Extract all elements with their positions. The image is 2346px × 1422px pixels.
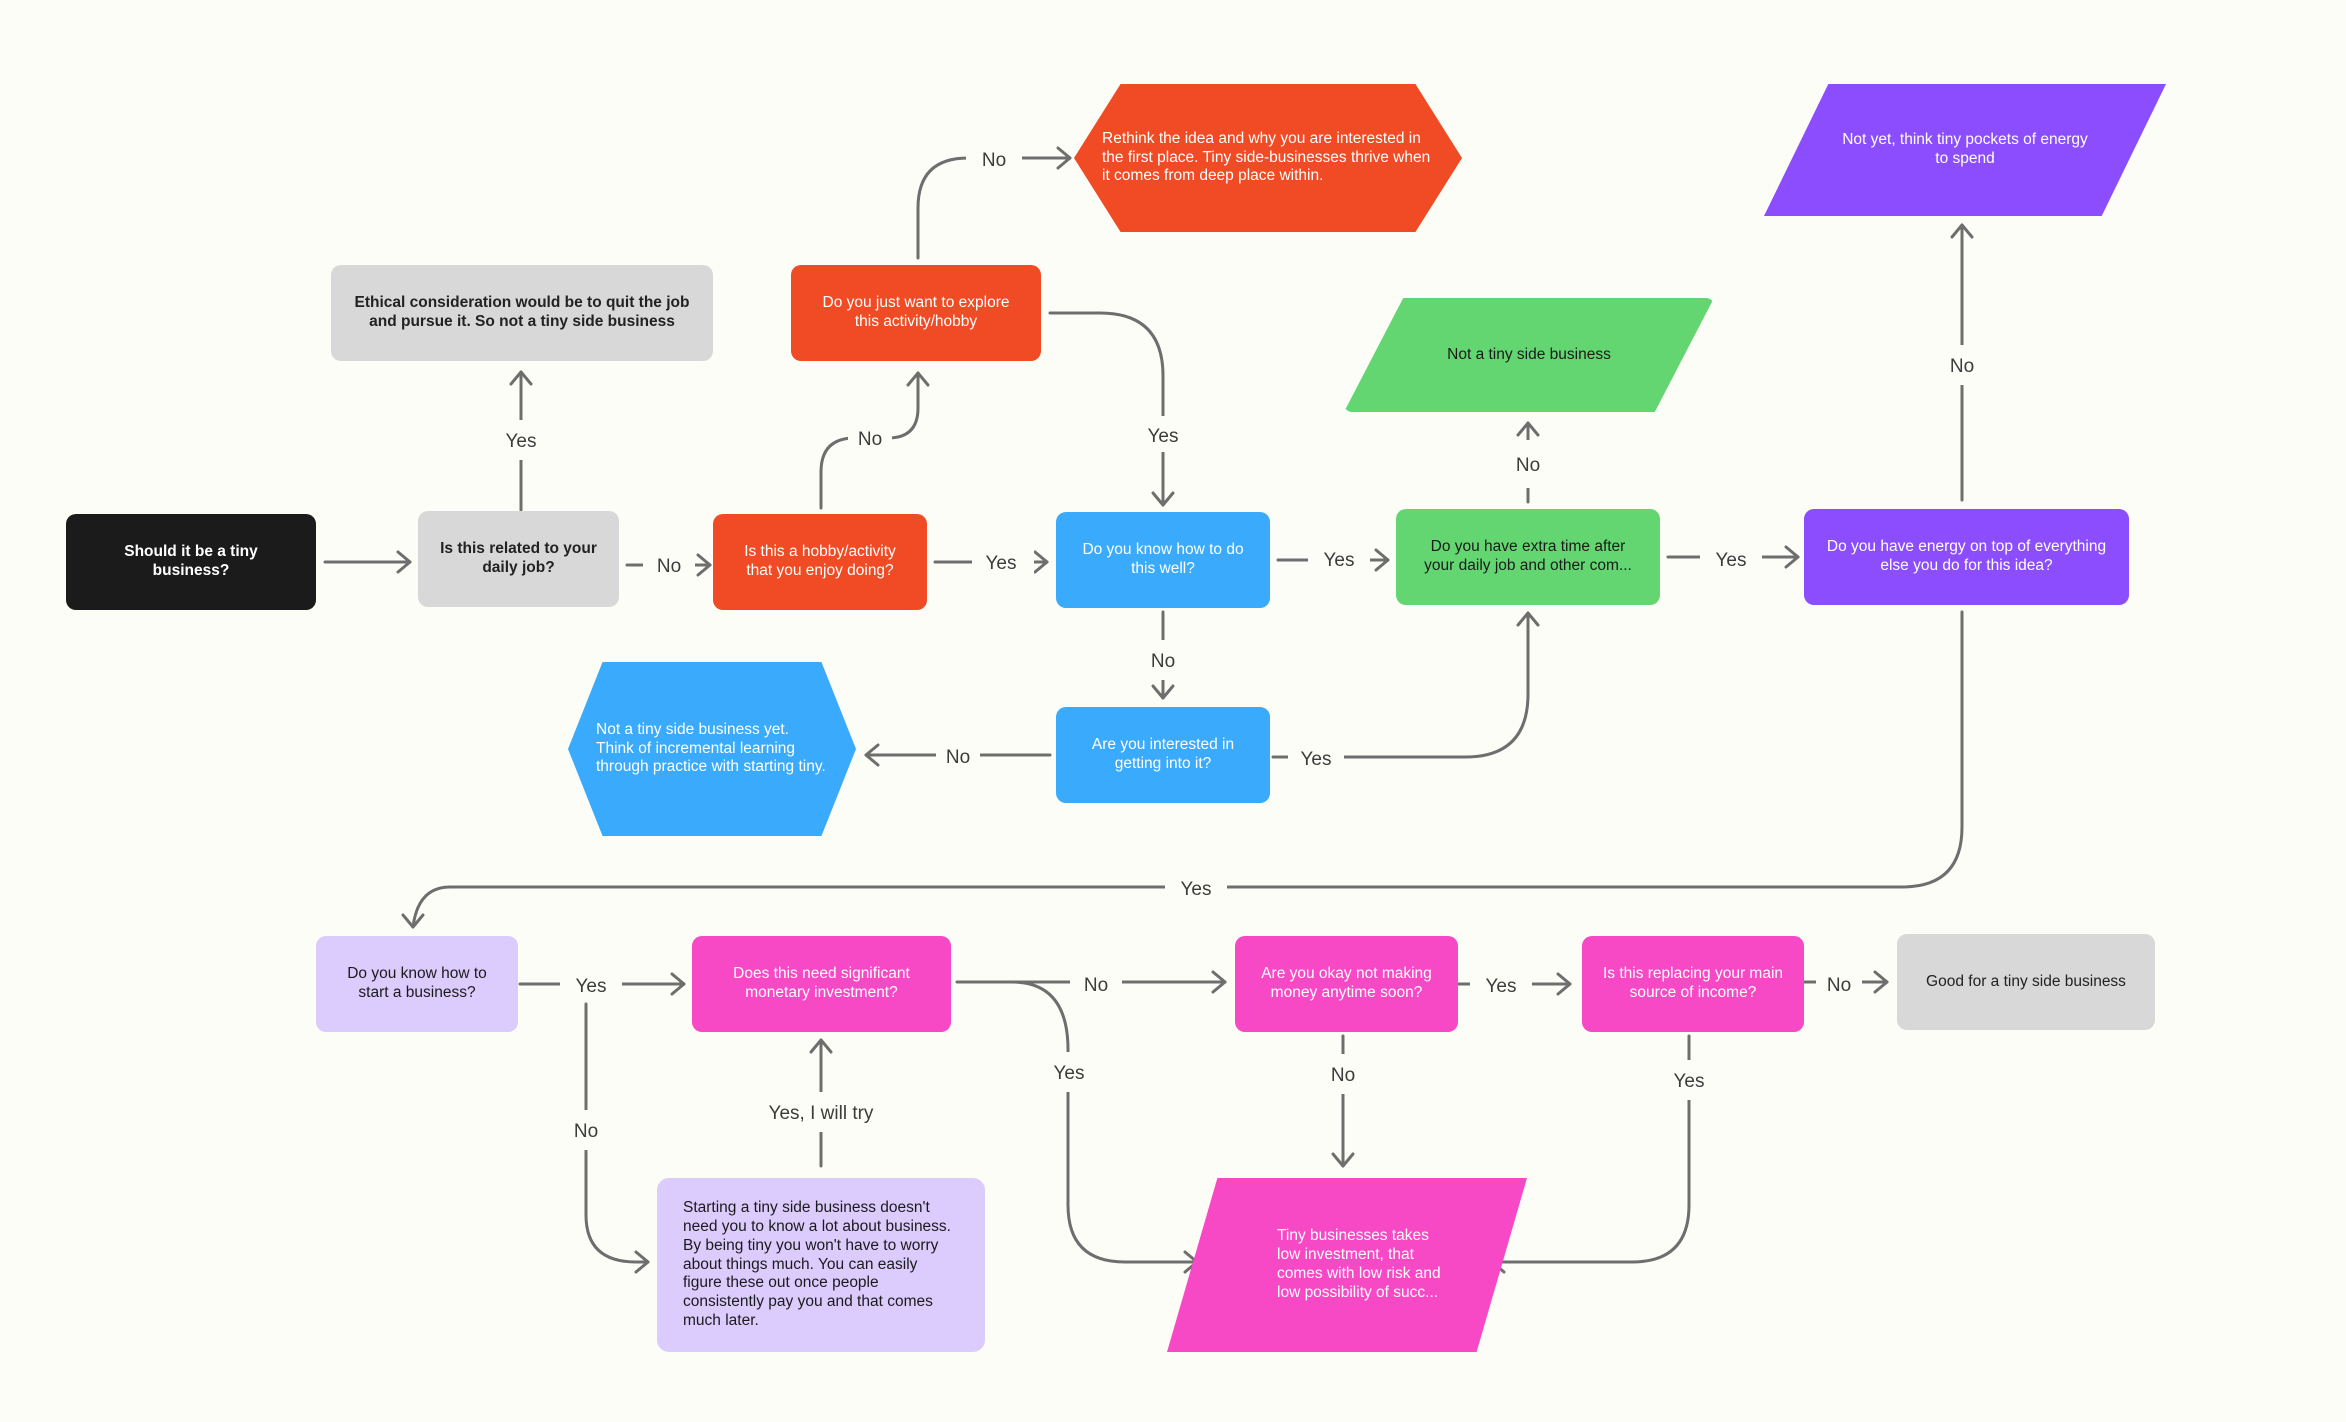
edge-label-yes-try: Yes, I will try (769, 1103, 874, 1124)
edge-label-no: No (574, 1121, 598, 1142)
node-related-job-text: Is this related to your daily job? (440, 540, 597, 576)
node-good-text: Good for a tiny side business (1926, 972, 2126, 990)
edge-label-no: No (1950, 356, 1974, 377)
edge-explore-to-knowhow (1048, 311, 1165, 507)
edge-explore-to-rethink (916, 156, 1072, 260)
node-interested[interactable]: Are you interested in getting into it? (1056, 707, 1270, 803)
edge-label-no: No (982, 150, 1006, 171)
edge-label-no: No (1331, 1065, 1355, 1086)
node-rethink[interactable]: Rethink the idea and why you are interes… (1074, 84, 1462, 232)
edge-label-no: No (657, 556, 681, 577)
arrowhead (696, 553, 712, 577)
arrowhead (670, 972, 686, 996)
arrowhead (1151, 491, 1175, 507)
arrowhead (1873, 970, 1889, 994)
node-know-how[interactable]: Do you know how to do this well? (1056, 512, 1270, 608)
edge-label-yes: Yes (986, 553, 1017, 574)
node-not-tiny-text: Not a tiny side business (1447, 345, 1611, 363)
node-good[interactable]: Good for a tiny side business (1897, 934, 2155, 1030)
arrowhead (1331, 1152, 1355, 1168)
arrowhead (396, 550, 412, 574)
arrowhead (634, 1250, 650, 1274)
node-explore[interactable]: Do you just want to explore this activit… (791, 265, 1041, 361)
edge-label-no: No (858, 429, 882, 450)
node-investment[interactable]: Does this need significant monetary inve… (692, 936, 951, 1032)
node-low-invest[interactable]: Tiny businesses takes low investment, th… (1167, 1178, 1527, 1352)
node-not-yet-learn[interactable]: Not a tiny side business yet. Think of i… (568, 662, 856, 836)
edge-label-no: No (1516, 455, 1540, 476)
node-start-business[interactable]: Do you know how to start a business? (316, 936, 518, 1032)
node-energy-text: Do you have energy on top of everything … (1826, 538, 2107, 574)
arrowhead (1211, 970, 1227, 994)
node-start-text: Should it be a tiny business? (124, 543, 258, 579)
node-extra-time-text: Do you have extra time after your daily … (1424, 538, 1632, 574)
arrowhead (1056, 146, 1072, 170)
edge-startbusiness-to-startingtiny (584, 1002, 650, 1264)
edge-label-yes: Yes (1181, 879, 1212, 900)
edge-label-yes: Yes (576, 976, 607, 997)
arrowhead (401, 913, 425, 929)
node-related-job[interactable]: Is this related to your daily job? (418, 511, 619, 607)
node-not-yet-energy[interactable]: Not yet, think tiny pockets of energy to… (1764, 84, 2166, 216)
arrowhead (1950, 223, 1974, 239)
node-start-business-text: Do you know how to start a business? (347, 965, 487, 1001)
edge-interested-to-extratime (1271, 611, 1530, 759)
edge-label-yes: Yes (1486, 976, 1517, 997)
node-replacing-text: Is this replacing your main source of in… (1602, 965, 1784, 1001)
edge-label-no: No (946, 747, 970, 768)
node-not-yet-learn-text: Not a tiny side business yet. Think of i… (596, 720, 826, 776)
edge-energy-to-startbusiness (411, 610, 1964, 929)
node-ethical-text: Ethical consideration would be to quit t… (354, 294, 690, 330)
node-replacing[interactable]: Is this replacing your main source of in… (1582, 936, 1804, 1032)
arrowhead (809, 1038, 833, 1054)
node-rethink-text: Rethink the idea and why you are interes… (1102, 129, 1431, 185)
arrowhead (1374, 548, 1390, 572)
node-explore-text: Do you just want to explore this activit… (822, 294, 1010, 330)
node-starting-tiny[interactable]: Starting a tiny side business doesn't ne… (657, 1178, 985, 1352)
node-hobby-text: Is this a hobby/activity that you enjoy … (744, 543, 896, 579)
node-not-yet-energy-text: Not yet, think tiny pockets of energy to… (1842, 131, 2088, 167)
arrowhead (906, 371, 930, 387)
node-no-money-text: Are you okay not making money anytime so… (1261, 965, 1432, 1001)
node-hobby[interactable]: Is this a hobby/activity that you enjoy … (713, 514, 927, 610)
node-not-tiny[interactable]: Not a tiny side business (1344, 298, 1714, 412)
arrowhead (864, 743, 880, 767)
edge-label-yes: Yes (1716, 550, 1747, 571)
edge-label-yes: Yes (1301, 749, 1332, 770)
node-interested-text: Are you interested in getting into it? (1091, 736, 1235, 772)
edge-investment-to-lowinvest (1010, 980, 1199, 1264)
arrowhead (1784, 545, 1800, 569)
node-energy[interactable]: Do you have energy on top of everything … (1804, 509, 2129, 605)
edge-label-yes: Yes (1324, 550, 1355, 571)
edge-label-no: No (1827, 975, 1851, 996)
arrowhead (1556, 972, 1572, 996)
node-low-invest-text: Tiny businesses takes low investment, th… (1277, 1227, 1441, 1301)
edge-label-yes: Yes (506, 431, 537, 452)
edge-label-yes: Yes (1674, 1071, 1705, 1092)
node-ethical[interactable]: Ethical consideration would be to quit t… (331, 265, 713, 361)
edge-replacing-to-lowinvest (1490, 1034, 1691, 1264)
arrowhead (509, 370, 533, 386)
node-starting-tiny-text: Starting a tiny side business doesn't ne… (683, 1198, 951, 1330)
arrowhead (1516, 611, 1540, 627)
arrowhead (1151, 684, 1175, 700)
edge-label-no: No (1084, 975, 1108, 996)
node-extra-time[interactable]: Do you have extra time after your daily … (1396, 509, 1660, 605)
edge-label-yes: Yes (1148, 426, 1179, 447)
node-no-money[interactable]: Are you okay not making money anytime so… (1235, 936, 1458, 1032)
arrowhead (1033, 550, 1049, 574)
edge-label-no: No (1151, 651, 1175, 672)
node-know-how-text: Do you know how to do this well? (1082, 541, 1244, 577)
arrowhead (1516, 421, 1540, 437)
node-investment-text: Does this need significant monetary inve… (733, 965, 910, 1001)
node-start[interactable]: Should it be a tiny business? (66, 514, 316, 610)
edge-label-yes: Yes (1054, 1063, 1085, 1084)
